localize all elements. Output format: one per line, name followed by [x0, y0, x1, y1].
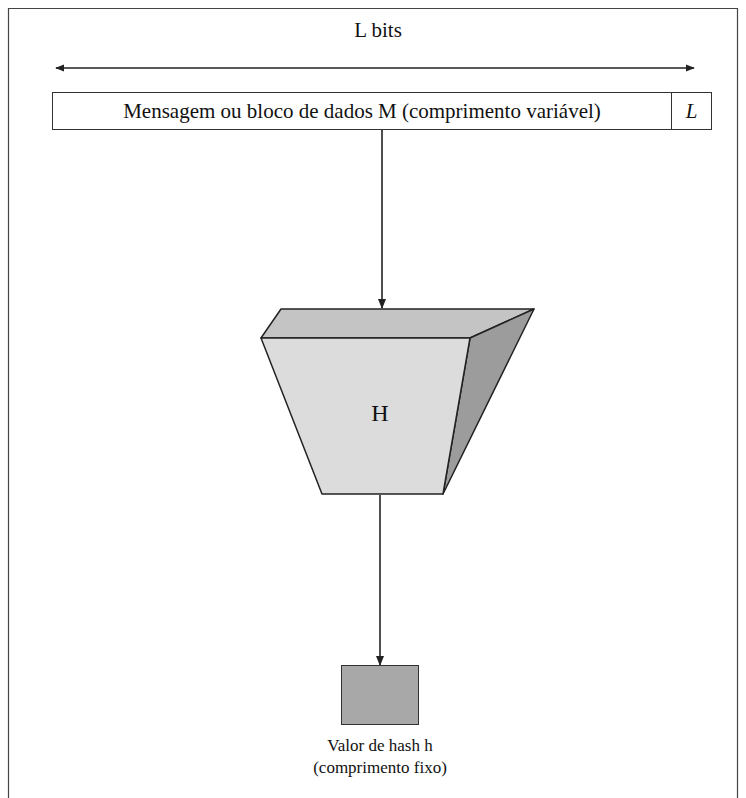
hash-function-block: H: [260, 308, 535, 495]
flow-arrow: [379, 495, 381, 665]
dimension-label: L bits: [0, 18, 746, 43]
flow-arrow: [381, 130, 383, 308]
hash-value-caption: Valor de hash h (comprimento fixo): [290, 735, 470, 779]
frame-border: [9, 9, 738, 798]
length-dimension-arrow: [56, 67, 694, 69]
function-label: H: [300, 400, 460, 427]
block-front-face: [261, 338, 470, 494]
hash-function-shape: [260, 308, 535, 495]
length-field-box: L: [671, 92, 712, 130]
box-text: Mensagem ou bloco de dados M (compriment…: [123, 99, 601, 124]
message-box: Mensagem ou bloco de dados M (compriment…: [52, 92, 672, 130]
hash-value-box: Valor de hash h (comprimento fixo): [280, 665, 480, 779]
box-text: L: [686, 99, 698, 124]
hash-value-square: [341, 665, 419, 725]
